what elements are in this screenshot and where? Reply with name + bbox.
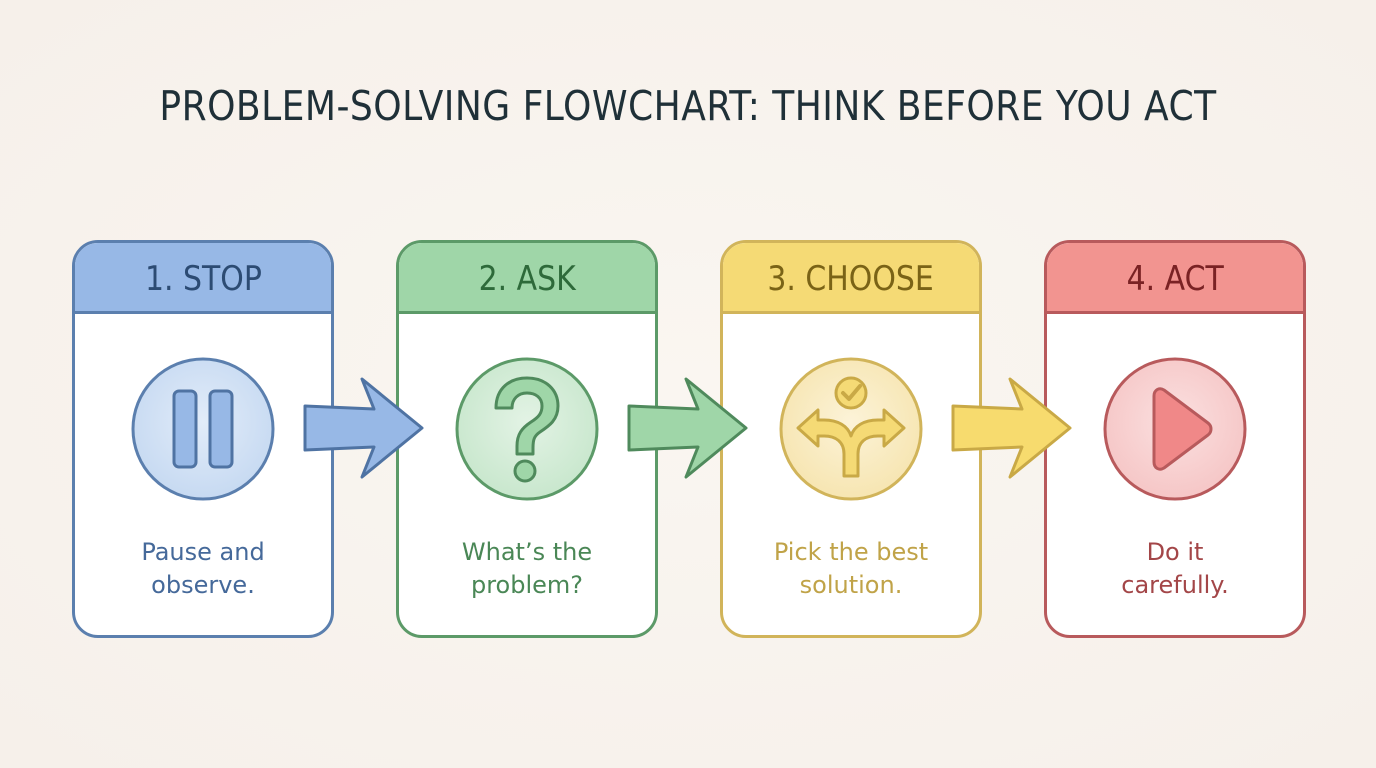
step-title: 1. STOP [144,259,262,299]
step-header: 1. STOP [75,243,331,314]
step-header: 2. ASK [399,243,655,314]
step-description: Pause and observe. [141,538,265,599]
flow-arrow-right-icon [302,376,426,480]
pause-icon [130,356,276,502]
step-header: 4. ACT [1047,243,1303,314]
split-path-check-icon [778,356,924,502]
step-title: 4. ACT [1126,259,1224,299]
step-card-stop: 1. STOP Pause and observe. [72,240,334,638]
step-title: 3. CHOOSE [767,259,935,299]
question-mark-icon [454,356,600,502]
step-card-choose: 3. CHOOSE Pick the best solution. [720,240,982,638]
step-description: What’s the problem? [461,538,593,599]
step-header: 3. CHOOSE [723,243,979,314]
flow-arrow-right-icon [626,376,750,480]
step-description: Pick the best solution. [773,538,929,599]
flow-arrow-right-icon [950,376,1074,480]
step-title: 2. ASK [478,259,576,299]
step-card-act: 4. ACT Do it carefully. [1044,240,1306,638]
step-description: Do it carefully. [1121,538,1229,599]
page-title: PROBLEM-SOLVING FLOWCHART: THINK BEFORE … [159,82,1217,130]
step-card-ask: 2. ASK What’s the problem? [396,240,658,638]
play-icon [1102,356,1248,502]
